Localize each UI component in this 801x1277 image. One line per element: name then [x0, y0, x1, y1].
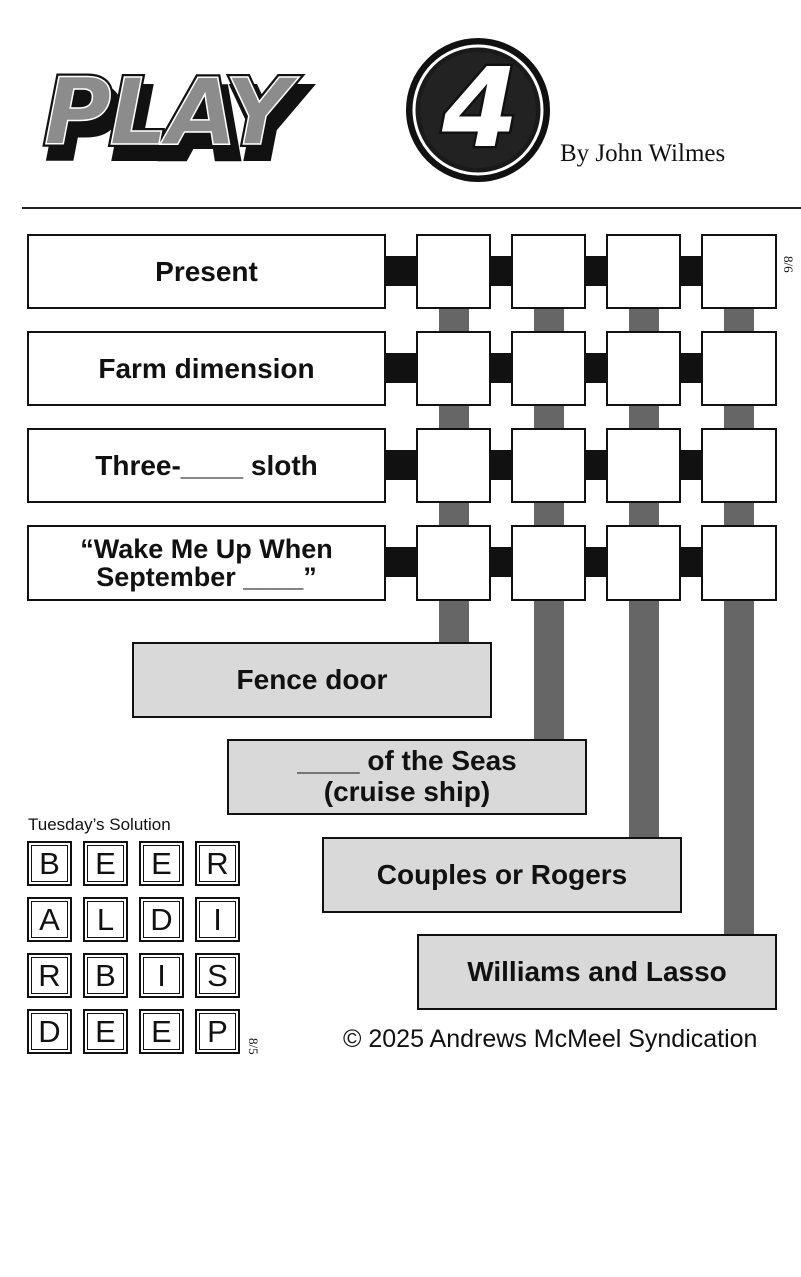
- across-clue-farm-dimension: Farm dimension: [27, 331, 386, 406]
- answer-cell-r1-c4[interactable]: [701, 234, 777, 309]
- solution-title: Tuesday’s Solution: [28, 815, 171, 834]
- across-clue-wake-me-up: “Wake Me Up When September ____”: [27, 525, 386, 601]
- solution-cell: E: [139, 1009, 184, 1054]
- row-connector: [491, 547, 511, 577]
- solution-cell: R: [195, 841, 240, 886]
- solution-cell: E: [83, 1009, 128, 1054]
- down-clue-couples-or-rogers: Couples or Rogers: [322, 837, 682, 913]
- row-connector: [681, 450, 701, 480]
- solution-cell: I: [195, 897, 240, 942]
- answer-cell-r2-c2[interactable]: [511, 331, 586, 406]
- solution-cell: A: [27, 897, 72, 942]
- row-connector: [681, 547, 701, 577]
- solution-cell: D: [139, 897, 184, 942]
- answer-cell-r2-c1[interactable]: [416, 331, 491, 406]
- solution-cell: B: [27, 841, 72, 886]
- answer-cell-r4-c1[interactable]: [416, 525, 491, 601]
- row-connector: [491, 256, 511, 286]
- answer-cell-r4-c2[interactable]: [511, 525, 586, 601]
- row-connector: [386, 353, 416, 383]
- row-connector: [586, 256, 606, 286]
- down-clue-williams-and-lasso: Williams and Lasso: [417, 934, 777, 1010]
- solution-cell: D: [27, 1009, 72, 1054]
- answer-cell-r4-c3[interactable]: [606, 525, 681, 601]
- down-clue-of-the-seas: ____ of the Seas (cruise ship): [227, 739, 587, 815]
- clue-line: “Wake Me Up When: [80, 533, 333, 564]
- row-connector: [586, 353, 606, 383]
- date-label: 8/6: [781, 256, 796, 273]
- solution-date: 8/5: [246, 1038, 261, 1055]
- row-connector: [491, 450, 511, 480]
- clue-line: September ____”: [96, 562, 317, 592]
- answer-cell-r1-c2[interactable]: [511, 234, 586, 309]
- row-connector: [386, 547, 416, 577]
- solution-cell: E: [83, 841, 128, 886]
- answer-cell-r4-c4[interactable]: [701, 525, 777, 601]
- answer-cell-r3-c3[interactable]: [606, 428, 681, 503]
- answer-cell-r2-c3[interactable]: [606, 331, 681, 406]
- answer-cell-r1-c3[interactable]: [606, 234, 681, 309]
- copyright: © 2025 Andrews McMeel Syndication: [343, 1025, 758, 1053]
- answer-cell-r2-c4[interactable]: [701, 331, 777, 406]
- across-clue-present: Present: [27, 234, 386, 309]
- clue-line: (cruise ship): [323, 776, 491, 807]
- svg-text:PLAY: PLAY: [44, 59, 300, 166]
- down-connector-1: [439, 305, 469, 645]
- answer-cell-r3-c4[interactable]: [701, 428, 777, 503]
- clue-line: Williams and Lasso: [467, 955, 727, 987]
- row-connector: [386, 256, 416, 286]
- down-connector-4: [724, 305, 754, 937]
- row-connector: [386, 450, 416, 480]
- down-clue-fence-door: Fence door: [132, 642, 492, 718]
- row-connector: [586, 547, 606, 577]
- solution-cell: R: [27, 953, 72, 998]
- row-connector: [586, 450, 606, 480]
- answer-cell-r1-c1[interactable]: [416, 234, 491, 309]
- down-connector-3: [629, 305, 659, 840]
- clue-line: Couples or Rogers: [376, 858, 628, 890]
- answer-cell-r3-c2[interactable]: [511, 428, 586, 503]
- logo-graphic: PLAY PLAY PLAY 4: [41, 38, 550, 183]
- logo-word: PLAY: [44, 59, 300, 166]
- answer-cell-r3-c1[interactable]: [416, 428, 491, 503]
- clue-line: ____ of the Seas: [297, 745, 517, 777]
- row-connector: [681, 353, 701, 383]
- solution-cell: S: [195, 953, 240, 998]
- down-connector-2: [534, 305, 564, 742]
- clue-line: Fence door: [236, 663, 388, 695]
- solution-cell: I: [139, 953, 184, 998]
- play4-logo: PLAY PLAY PLAY 4: [38, 36, 558, 194]
- solution-cell: E: [139, 841, 184, 886]
- svg-text:PLAY: PLAY: [50, 71, 306, 178]
- row-connector: [681, 256, 701, 286]
- solution-cell: B: [83, 953, 128, 998]
- solution-cell: L: [83, 897, 128, 942]
- solution-cell: P: [195, 1009, 240, 1054]
- header-divider: [22, 207, 801, 209]
- across-clue-three-toed-sloth: Three-____ sloth: [27, 428, 386, 503]
- logo-digit: 4: [441, 44, 519, 172]
- row-connector: [491, 353, 511, 383]
- byline: By John Wilmes: [560, 140, 726, 167]
